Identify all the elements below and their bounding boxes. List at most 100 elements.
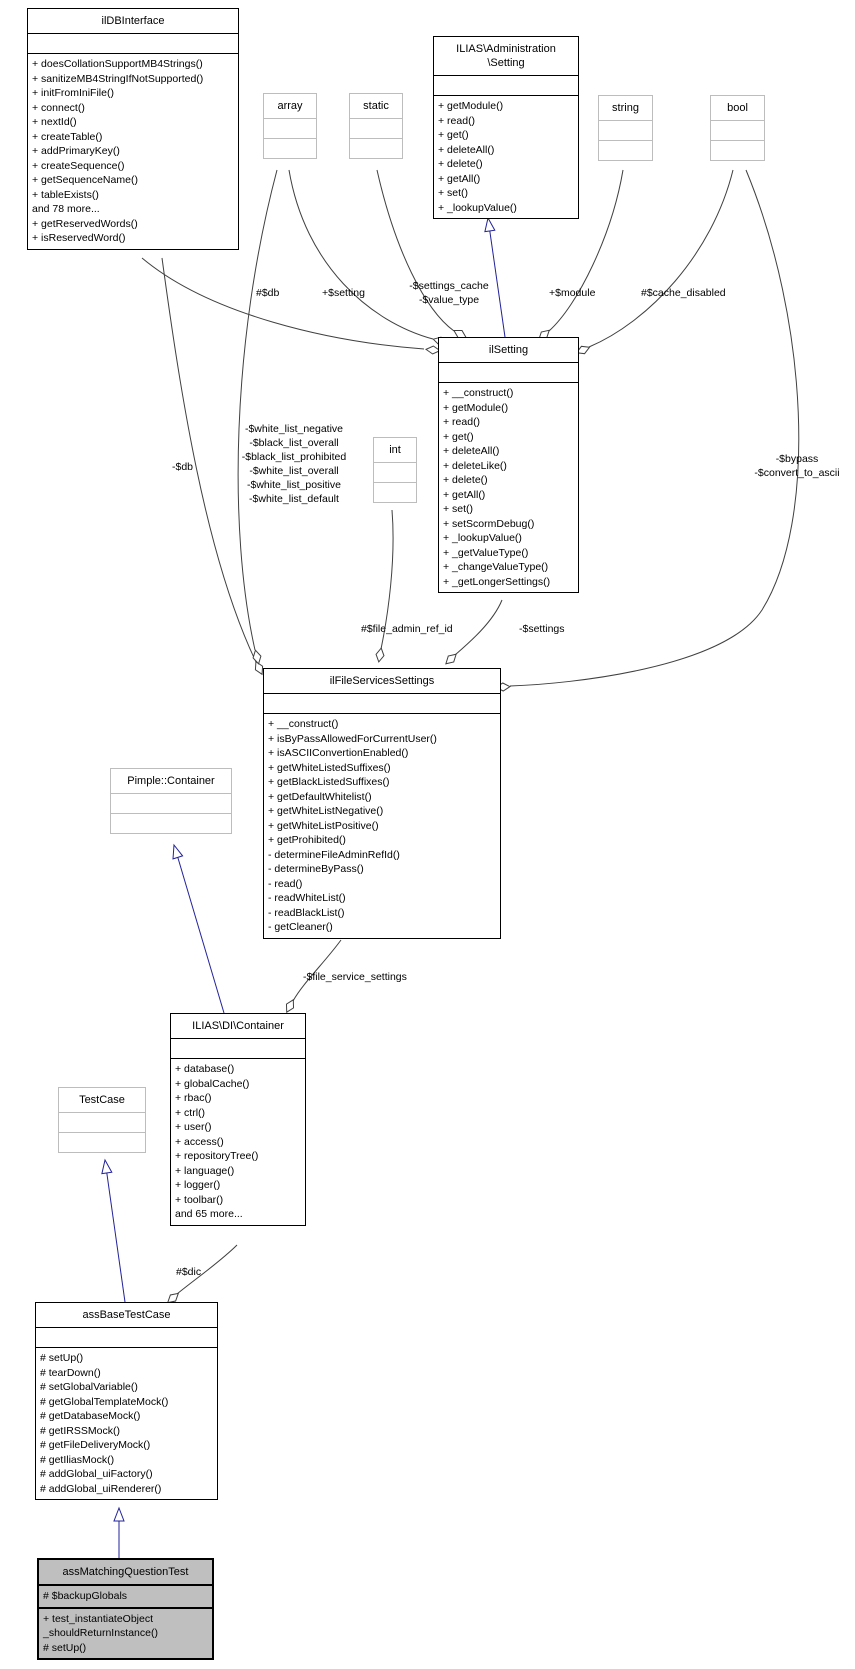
- member-line: + delete(): [438, 158, 483, 170]
- class-methods: + database()+ globalCache()+ rbac()+ ctr…: [171, 1058, 305, 1225]
- member-line: - readBlackList(): [268, 906, 345, 919]
- class-methods: [711, 140, 764, 160]
- class-ilias-administration-setting[interactable]: ILIAS\Administration \Setting + getModul…: [433, 36, 579, 219]
- class-ildbinterface[interactable]: ilDBInterface + doesCollationSupportMB4S…: [27, 8, 239, 250]
- class-title: bool: [727, 102, 748, 114]
- class-string[interactable]: string: [598, 95, 653, 161]
- member-line: + sanitizeMB4StringIfNotSupported(): [32, 72, 204, 85]
- edge-label-db: #$db: [256, 287, 280, 299]
- member-line: + __construct(): [443, 387, 514, 399]
- member-line: + getModule(): [438, 100, 504, 112]
- member-line: + toolbar(): [175, 1193, 224, 1206]
- class-static[interactable]: static: [349, 93, 403, 159]
- class-attributes: [374, 462, 416, 482]
- member-line: - getCleaner(): [268, 921, 333, 933]
- member-line: + delete(): [443, 474, 488, 486]
- class-methods: [374, 482, 416, 502]
- member-line: + __construct(): [268, 718, 339, 730]
- edge-inherit-ilsetting-setting: [484, 216, 506, 338]
- class-methods: + __construct()+ getModule()+ read()+ ge…: [439, 382, 578, 592]
- member-line: # addGlobal_uiFactory(): [40, 1468, 153, 1480]
- member-line: + createTable(): [32, 130, 103, 143]
- member-line: + getWhiteListPositive(): [268, 819, 379, 832]
- class-attributes: [439, 362, 578, 382]
- member-line: + _getLongerSettings(): [443, 575, 551, 588]
- class-attributes: # $backupGlobals: [39, 1584, 212, 1607]
- edge-inherit-dicontainer-pimple: [172, 843, 225, 1014]
- member-line: + connect(): [32, 101, 85, 114]
- member-line: + _lookupValue(): [438, 201, 517, 214]
- member-line: # getIliasMock(): [40, 1453, 115, 1466]
- class-attributes: [111, 793, 231, 813]
- member-line: + deleteAll(): [443, 445, 500, 457]
- edge-filesettings-dicontainer: [285, 939, 342, 1014]
- member-line: + doesCollationSupportMB4Strings(): [32, 58, 203, 70]
- class-attributes: [36, 1327, 217, 1347]
- member-line: # setUp(): [43, 1641, 87, 1654]
- class-assmatchingquestiontest[interactable]: assMatchingQuestionTest # $backupGlobals…: [37, 1558, 214, 1660]
- member-line: + getDefaultWhitelist(): [268, 790, 372, 803]
- class-methods: + getModule()+ read()+ get()+ deleteAll(…: [434, 95, 578, 218]
- edge-label-dic: #$dic: [176, 1266, 202, 1278]
- class-ilias-di-container[interactable]: ILIAS\DI\Container + database()+ globalC…: [170, 1013, 306, 1226]
- member-line: + setScormDebug(): [443, 517, 535, 530]
- member-line: and 65 more...: [175, 1208, 243, 1220]
- member-line: + language(): [175, 1164, 235, 1177]
- edge-array-filesettings: [237, 169, 278, 665]
- member-line: - determineFileAdminRefId(): [268, 848, 400, 861]
- edge-array-ilsetting: [288, 169, 448, 346]
- class-title: Pimple::Container: [127, 775, 215, 787]
- class-methods: [599, 140, 652, 160]
- member-line: + getAll(): [443, 488, 486, 501]
- class-title: assBaseTestCase: [82, 1309, 171, 1321]
- class-title: ilSetting: [488, 344, 529, 356]
- class-ilfileservicessettings[interactable]: ilFileServicesSettings + __construct() + …: [263, 668, 501, 939]
- class-array[interactable]: array: [263, 93, 317, 159]
- member-line: # setGlobalVariable(): [40, 1381, 138, 1393]
- member-line: # getDatabaseMock(): [40, 1410, 141, 1422]
- member-line: + set(): [443, 503, 474, 515]
- class-bool[interactable]: bool: [710, 95, 765, 161]
- class-title: TestCase: [79, 1094, 125, 1106]
- edge-label-settings-cache: -$settings_cache -$value_type: [409, 280, 489, 306]
- class-attributes: [264, 693, 500, 713]
- member-line: - read(): [268, 877, 303, 890]
- member-line: + user(): [175, 1121, 212, 1133]
- member-line: + nextId(): [32, 116, 77, 128]
- class-title: ILIAS\Administration \Setting: [456, 43, 556, 69]
- class-assbasetestcase[interactable]: assBaseTestCase # setUp()# tearDown()# s…: [35, 1302, 218, 1500]
- class-title: int: [389, 444, 401, 456]
- edge-dicontainer-assbasetestcase: [166, 1244, 238, 1304]
- member-line: + rbac(): [175, 1092, 212, 1104]
- class-attributes: [59, 1112, 145, 1132]
- member-line: + getReservedWords(): [32, 217, 138, 230]
- class-int[interactable]: int: [373, 437, 417, 503]
- class-title: ilFileServicesSettings: [329, 675, 435, 687]
- member-line: + ctrl(): [175, 1106, 206, 1119]
- edge-label-db-fss: -$db: [172, 461, 194, 473]
- member-line: + getProhibited(): [268, 834, 346, 846]
- edge-label-bypass: -$bypass -$convert_to_ascii: [754, 453, 840, 479]
- edge-label-setting: +$setting: [322, 287, 365, 299]
- member-line: + _getValueType(): [443, 546, 529, 559]
- class-title: static: [363, 100, 389, 112]
- class-methods: + doesCollationSupportMB4Strings() + sani…: [28, 53, 238, 249]
- class-attributes: [171, 1038, 305, 1058]
- member-line: + read(): [443, 416, 481, 428]
- edge-inherit-assbasetestcase-testcase: [101, 1158, 126, 1303]
- class-attributes: [28, 33, 238, 53]
- class-methods: [59, 1132, 145, 1152]
- member-line: + getWhiteListedSuffixes(): [268, 761, 391, 774]
- class-ilsetting[interactable]: ilSetting + __construct()+ getModule()+ …: [438, 337, 579, 593]
- class-pimple-container[interactable]: Pimple::Container: [110, 768, 232, 834]
- member-line: + getAll(): [438, 172, 481, 185]
- class-testcase[interactable]: TestCase: [58, 1087, 146, 1153]
- member-line: + _changeValueType(): [443, 561, 549, 573]
- edge-label-file-service-settings: -$file_service_settings: [303, 971, 407, 983]
- member-line: + isReservedWord(): [32, 232, 126, 244]
- member-line: and 78 more...: [32, 203, 100, 215]
- member-line: # getFileDeliveryMock(): [40, 1439, 151, 1451]
- member-line: - readWhiteList(): [268, 892, 346, 904]
- member-line: + deleteAll(): [438, 143, 495, 156]
- class-methods: [111, 813, 231, 833]
